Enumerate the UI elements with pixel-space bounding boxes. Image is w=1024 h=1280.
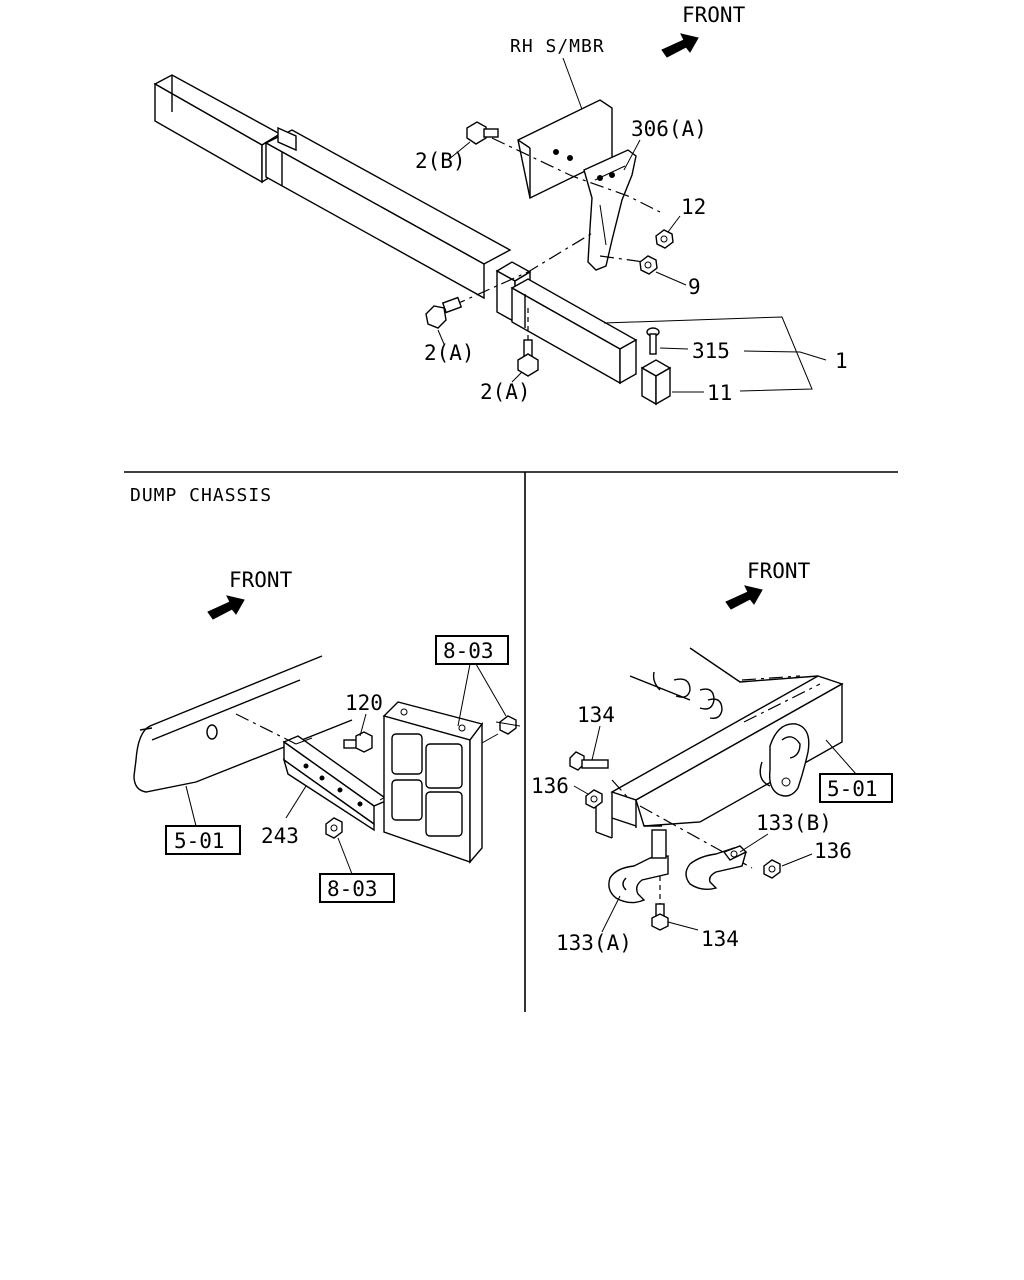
nut-136-right-icon — [763, 859, 781, 879]
label-133b: 133(B) — [756, 811, 832, 835]
label-243: 243 — [261, 824, 299, 848]
pin-315-icon — [646, 327, 660, 355]
label-12: 12 — [681, 195, 706, 219]
label-134-top: 134 — [577, 703, 615, 727]
rh-smbr-leader — [562, 57, 584, 113]
right-front-label: FRONT — [747, 559, 811, 583]
label-5-01-left: 5-01 — [174, 829, 225, 853]
nut-9-icon — [639, 255, 658, 275]
nut-12-icon — [655, 229, 674, 249]
left-front-label: FRONT — [229, 568, 293, 592]
dump-chassis-title: DUMP CHASSIS — [130, 485, 272, 506]
right-frame — [595, 647, 844, 839]
top-front-arrow-icon — [661, 33, 699, 58]
stopper-11-icon — [640, 359, 672, 406]
frame-cross-member — [153, 74, 638, 385]
label-2a-bottom: 2(A) — [480, 380, 531, 404]
bolt-2b-icon — [466, 121, 499, 145]
plate-8-03 — [382, 701, 484, 864]
label-9: 9 — [688, 275, 701, 299]
label-306a: 306(A) — [631, 117, 707, 141]
label-120: 120 — [345, 691, 383, 715]
label-134-bottom: 134 — [701, 927, 739, 951]
label-315: 315 — [692, 339, 730, 363]
left-panel: DUMP CHASSIS FRONT — [130, 485, 521, 903]
label-2a-left: 2(A) — [424, 341, 475, 365]
rh-smbr-label: RH S/MBR — [510, 36, 605, 57]
right-panel: FRONT — [531, 559, 893, 955]
top-section: FRONT RH S/MBR — [153, 3, 848, 406]
bolt-2a-bottom-icon — [517, 339, 539, 377]
top-front-label: FRONT — [682, 3, 746, 27]
box-8-03-bottom — [319, 873, 395, 903]
bolt-120-icon — [343, 731, 373, 753]
label-2b: 2(B) — [415, 149, 466, 173]
nut-8-03-icon — [325, 817, 343, 839]
label-1: 1 — [835, 349, 848, 373]
box-5-01-left — [165, 825, 241, 855]
hook-133b-icon — [685, 845, 748, 891]
label-11: 11 — [707, 381, 732, 405]
bolt-134-bottom-icon — [651, 903, 669, 931]
tow-hook-mount — [759, 723, 810, 797]
left-frame-rail — [133, 655, 353, 793]
bolt-134-top-icon — [569, 751, 609, 771]
left-front-arrow-icon — [207, 595, 245, 620]
screw-8-03-icon — [495, 715, 521, 735]
bolt-2a-left-icon — [425, 296, 463, 329]
label-5-01-right: 5-01 — [827, 777, 878, 801]
label-136-left: 136 — [531, 774, 569, 798]
label-136-right: 136 — [814, 839, 852, 863]
box-8-03-top — [435, 635, 509, 665]
label-133a: 133(A) — [556, 931, 632, 955]
bracket-306a — [517, 99, 637, 271]
label-8-03-bottom: 8-03 — [327, 877, 378, 901]
hook-133a-icon — [608, 829, 669, 904]
right-front-arrow-icon — [725, 585, 763, 610]
bracket-243 — [282, 735, 390, 832]
label-8-03-top: 8-03 — [443, 639, 494, 663]
nut-136-left-icon — [585, 789, 603, 809]
